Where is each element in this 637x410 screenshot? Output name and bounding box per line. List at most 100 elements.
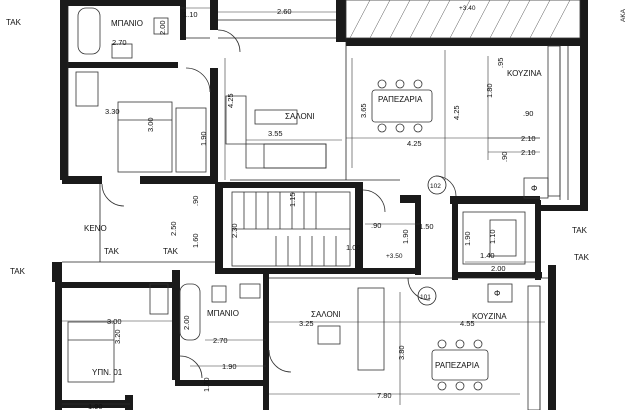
wall-bedroom-bottom-left (62, 176, 102, 184)
fridge-lower (487, 283, 513, 303)
wall-bath-right (180, 0, 186, 40)
sofa-seat (263, 143, 327, 169)
toilet-lower (211, 285, 227, 303)
fridge-top (523, 177, 549, 199)
tak-label-1: ΤΑΚ (6, 18, 22, 27)
elevation-top: +3.40 (459, 5, 476, 12)
dimension-labels: 1.10 2.60 2.70 2.00 3.30 3.00 4.25 3.55 … (88, 7, 536, 410)
tak-label-5: ΤΑΚ (574, 253, 590, 262)
wall-top-left (60, 0, 180, 6)
dim-0-90-d: .90 (371, 221, 381, 230)
desk-lower (149, 283, 169, 315)
room-labels: ΜΠΑΝΙΟ ΣΑΛΟΝΙ ΡΑΠΕΖΑΡΙΑ ΚΟΥΖΙΝΑ ΚΕΝΟ ΜΠΑ… (84, 8, 627, 377)
wall-balcony-bottom (346, 38, 586, 46)
dim-2-10-a: 2.10 (521, 134, 536, 143)
desk (75, 71, 99, 107)
room-label-dining-top: ΡΑΠΕΖΑΡΙΑ (378, 95, 423, 104)
wall-stair-right (355, 182, 363, 272)
wall-lower-stub (125, 395, 133, 410)
dim-1-60: 1.60 (191, 233, 200, 248)
kitchen-counter-lower (527, 285, 541, 410)
wall-lower-bath-left (172, 270, 180, 380)
dim-2-70-top: 2.70 (112, 38, 127, 47)
dim-2-60: 2.60 (277, 7, 292, 16)
dim-0-90-b: .90 (500, 152, 509, 162)
door-mark-102: 102 (430, 183, 441, 190)
dim-3-30: 3.30 (105, 107, 120, 116)
wall-stair-top (215, 182, 363, 188)
dim-3-00-lower: 3.00 (107, 317, 122, 326)
furniture (67, 7, 561, 410)
sink-lower (239, 283, 261, 299)
door-mark-circle-102 (427, 175, 447, 195)
tak-label-6: ΤΑΚ (10, 267, 26, 276)
dim-1-80: 1.80 (485, 83, 494, 98)
dim-1-70: 1.70 (202, 377, 211, 392)
dim-1-06: 1.06 (346, 243, 361, 252)
wall-bath-bottom (68, 62, 178, 68)
stairs (231, 191, 351, 267)
wall-pr-left (210, 0, 218, 30)
room-label-kitchen-bottom: ΚΟΥΖΙΝΑ (472, 312, 507, 321)
wall-right-upper (580, 0, 588, 210)
dim-2-30: 2.30 (230, 223, 239, 238)
dim-3-80: 3.80 (397, 345, 406, 360)
dim-3-00-top: 3.00 (146, 117, 155, 132)
wall-right-ledge (538, 205, 588, 211)
dim-2-70-lower: 2.70 (213, 336, 228, 345)
dim-1-90-lower: 1.90 (222, 362, 237, 371)
bathtub-lower (179, 283, 201, 341)
dining-table-lower (431, 349, 489, 381)
wall-lobby-right (415, 195, 421, 275)
wall-balcony-left (336, 0, 346, 42)
dim-1-90-top: 1.90 (199, 131, 208, 146)
wall-lift-right (535, 200, 541, 280)
bed-top (117, 101, 173, 173)
wall-lift-bottom (452, 272, 542, 278)
elevation-stair: +3.50 (386, 253, 403, 260)
annotations: +3.40 +3.50 102 101 Φ Φ (386, 5, 537, 301)
dim-0-95: .95 (496, 58, 505, 68)
dim-0-90-c: .90 (191, 196, 200, 206)
dim-4-25-right: 4.25 (452, 105, 461, 120)
tak-label-3: ΤΑΚ (163, 247, 179, 256)
sink-top (111, 43, 133, 59)
coffee-table-lower (317, 325, 341, 345)
wall-lift-top (450, 196, 540, 204)
dim-2-00-lower: 2.00 (182, 315, 191, 330)
wall-left-upper (60, 0, 68, 180)
wall-left-lower (55, 282, 62, 410)
door-mark-101: 101 (420, 294, 431, 301)
wall-stair-left (215, 182, 223, 272)
tak-labels: ΤΑΚ ΤΑΚ ΤΑΚ ΤΑΚ ΤΑΚ ΤΑΚ (6, 18, 590, 276)
wall-lower-top-left (62, 282, 172, 288)
tv-unit (254, 109, 298, 125)
elevator (462, 211, 526, 265)
dimension-lines (62, 7, 545, 405)
dim-7-80: 7.80 (377, 391, 392, 400)
wall-bedroom-bottom-right (140, 176, 218, 184)
bathtub-top (77, 7, 101, 55)
dim-4-25-mid: 4.25 (407, 139, 422, 148)
dim-4-25-left: 4.25 (226, 93, 235, 108)
wall-lift-left (452, 200, 458, 280)
dim-2-00-top: 2.00 (158, 20, 167, 35)
dim-1-10-lift: 1.10 (488, 229, 497, 244)
tak-label-2: ΤΑΚ (104, 247, 120, 256)
balcony-hatch (345, 0, 581, 39)
dim-1-90-lift: 1.90 (463, 231, 472, 246)
dim-3-65: 3.65 (359, 103, 368, 118)
wall-lobby-top (400, 195, 420, 203)
wall-mid-band (215, 268, 415, 274)
wall-lower-bath-bottom (175, 380, 265, 386)
dim-4-55: 4.55 (460, 319, 475, 328)
dim-1-10: 1.10 (183, 10, 198, 19)
room-label-kitchen-top: ΚΟΥΖΙΝΑ (507, 69, 542, 78)
dim-1-50: 1.50 (419, 222, 434, 231)
dim-2-50: 2.50 (169, 221, 178, 236)
wall-room-right (210, 68, 218, 180)
room-label-bath-bottom: ΜΠΑΝΙΟ (207, 309, 239, 318)
sofa-lower (357, 287, 385, 371)
